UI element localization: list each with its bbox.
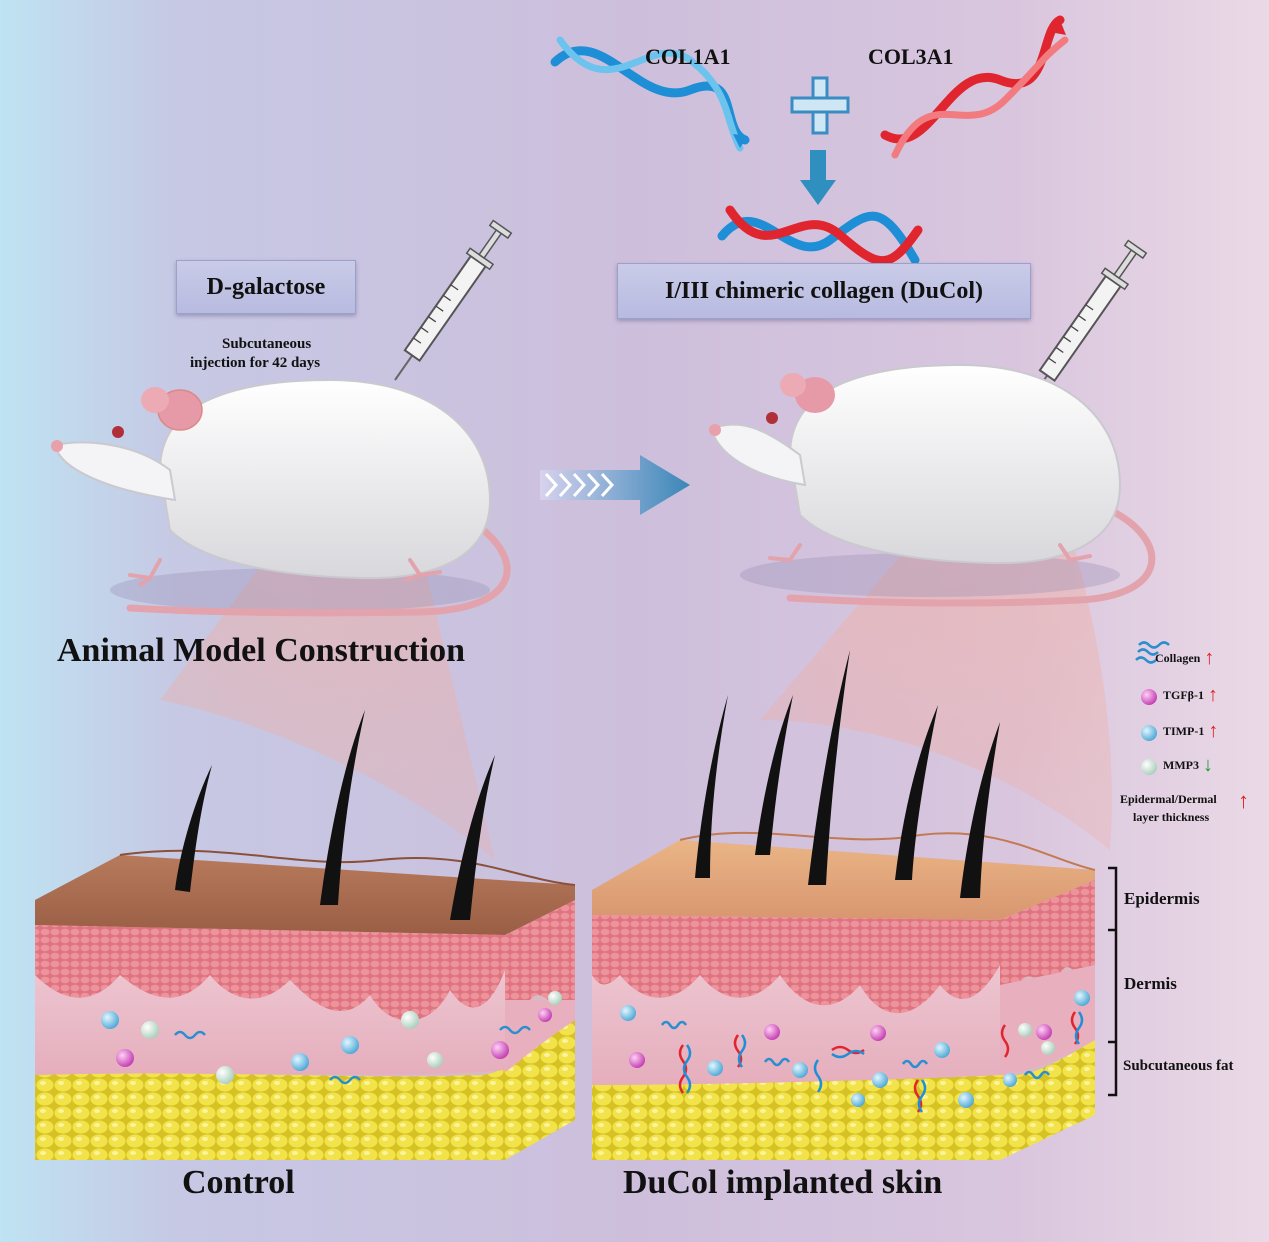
up-arrow-icon: ↑ (1208, 720, 1219, 742)
injection-label-line2: injection for 42 days (190, 355, 321, 371)
legend-collagen: Collagen↑ (1155, 648, 1214, 668)
down-arrow-icon: ↓ (1202, 754, 1213, 776)
ducol-callout: I/III chimeric collagen (DuCol) (617, 263, 1031, 319)
collagen-coil-icon (1135, 641, 1170, 664)
ducol-caption: DuCol implanted skin (623, 1164, 943, 1201)
hair-strand (695, 650, 1000, 898)
legend-timp1-label: TIMP-1 (1163, 723, 1205, 738)
legend-tgfb1-label: TGFβ-1 (1163, 687, 1204, 702)
up-arrow-icon: ↑ (1204, 647, 1215, 669)
plus-icon (790, 76, 850, 135)
syringe-left (394, 219, 513, 381)
d-galactose-callout: D-galactose (176, 260, 356, 314)
magenta-sphere-icon (1141, 689, 1157, 705)
chimeric-helix-icon (717, 205, 923, 266)
thickness-label-line2: layer thickness (1133, 810, 1210, 824)
rat-right (709, 363, 1156, 607)
thickness-up-arrow-icon: ↑ (1238, 788, 1249, 813)
down-arrow-icon (800, 150, 836, 205)
skin-block-ducol (592, 650, 1096, 1160)
animal-model-heading: Animal Model Construction (57, 632, 465, 669)
legend-mmp3: MMP3↓ (1163, 755, 1213, 775)
layer-label-subcutaneous-fat: Subcutaneous fat (1123, 1058, 1234, 1074)
legend-mmp3-label: MMP3 (1163, 757, 1199, 772)
col1a1-helix-icon (550, 36, 750, 152)
thickness-label-line1: Epidermal/Dermal (1120, 792, 1217, 806)
blue-sphere-icon (1141, 725, 1157, 741)
layer-label-epidermis: Epidermis (1124, 889, 1200, 908)
legend-collagen-label: Collagen (1155, 650, 1201, 665)
legend-tgfb1: TGFβ-1 ↑ (1163, 685, 1218, 705)
rat-left (51, 378, 511, 617)
legend-timp1: TIMP-1↑ (1163, 721, 1218, 741)
hair-strand (175, 710, 495, 920)
pale-sphere-icon (1141, 759, 1157, 775)
control-caption: Control (182, 1164, 295, 1201)
gene-label-col3a1: COL3A1 (868, 44, 954, 69)
col3a1-helix-icon (880, 15, 1069, 159)
injection-label-line1: Subcutaneous (222, 336, 312, 352)
layer-bracket (1108, 866, 1118, 1097)
progression-arrow-icon (540, 455, 690, 515)
gene-label-col1a1: COL1A1 (645, 44, 731, 69)
layer-label-dermis: Dermis (1124, 974, 1177, 993)
skin-block-control (35, 710, 576, 1160)
up-arrow-icon: ↑ (1208, 684, 1218, 706)
syringe-right (1029, 239, 1148, 401)
